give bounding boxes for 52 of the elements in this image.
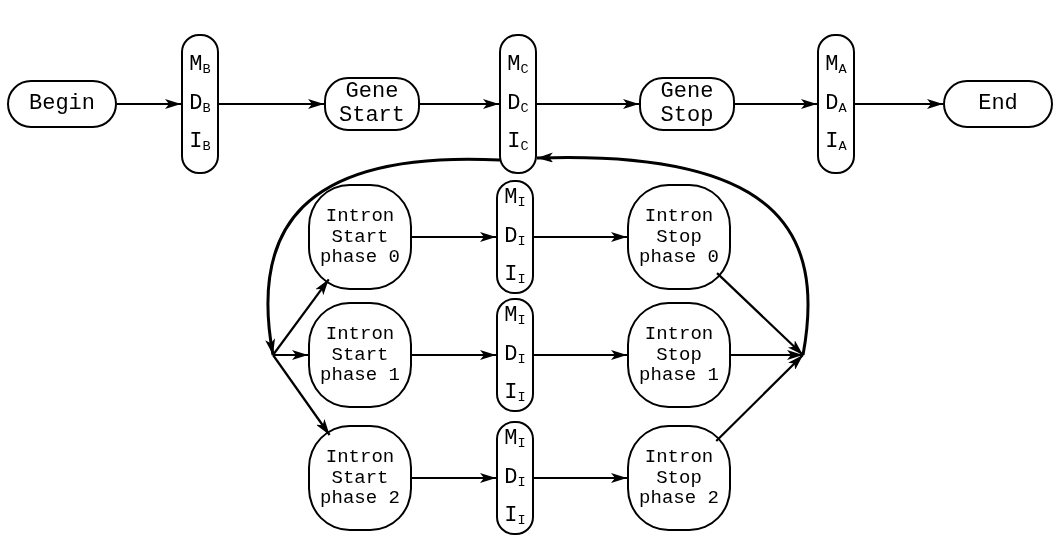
arrow: [272, 278, 330, 356]
state-group-box: [817, 34, 855, 174]
state-box: [308, 184, 412, 290]
state-label: Gene Start: [338, 79, 406, 129]
arrow: [219, 99, 324, 109]
arrow: [420, 99, 499, 109]
state-label: M$_{I}$ D$_{I}$ I$_{I}$: [503, 184, 527, 290]
state-label: Intron Stop phase 2: [638, 446, 720, 510]
state-box: [627, 184, 731, 290]
state-box: [308, 425, 412, 531]
arrow: [534, 232, 627, 242]
state-label: Begin: [29, 91, 95, 117]
state-label: M$_{B}$ D$_{B}$ I$_{B}$: [188, 51, 212, 157]
state-group-box: [496, 180, 534, 294]
state-box: [627, 425, 731, 531]
state-group-box: [499, 34, 537, 174]
state-box: [308, 302, 412, 408]
state-label: Intron Start phase 1: [319, 323, 401, 387]
arrow: [534, 350, 627, 360]
arrow: [412, 350, 496, 360]
state-label: Intron Stop phase 0: [638, 205, 720, 269]
arrow: [716, 272, 804, 356]
arrow: [272, 354, 331, 436]
state-label: M$_{I}$ D$_{I}$ I$_{I}$: [503, 302, 527, 408]
state-box: [7, 80, 117, 128]
arrow: [735, 99, 817, 109]
state-box: [943, 80, 1053, 128]
state-label: End: [978, 91, 1018, 117]
state-group-box: [496, 298, 534, 412]
arrow: [537, 99, 639, 109]
arrow: [117, 99, 181, 109]
arrow: [412, 473, 496, 483]
state-label: Intron Start phase 2: [319, 446, 401, 510]
state-box: [324, 77, 420, 131]
state-label: Intron Stop phase 1: [638, 323, 720, 387]
state-box: [639, 77, 735, 131]
state-group-box: [496, 421, 534, 535]
arrow: [534, 473, 627, 483]
arrow: [731, 350, 803, 360]
state-label: M$_{A}$ D$_{A}$ I$_{A}$: [824, 51, 848, 157]
state-label: Gene Stop: [659, 79, 715, 129]
state-label: M$_{I}$ D$_{I}$ I$_{I}$: [503, 425, 527, 531]
arrow: [273, 350, 308, 360]
state-label: M$_{C}$ D$_{C}$ I$_{C}$: [506, 51, 530, 157]
arrow: [265, 157, 500, 356]
arrow: [855, 99, 943, 109]
arrow: [715, 354, 804, 442]
state-group-box: [181, 34, 219, 174]
arrow: [412, 232, 496, 242]
arrow: [537, 152, 810, 356]
state-label: Intron Start phase 0: [319, 205, 401, 269]
state-box: [627, 302, 731, 408]
